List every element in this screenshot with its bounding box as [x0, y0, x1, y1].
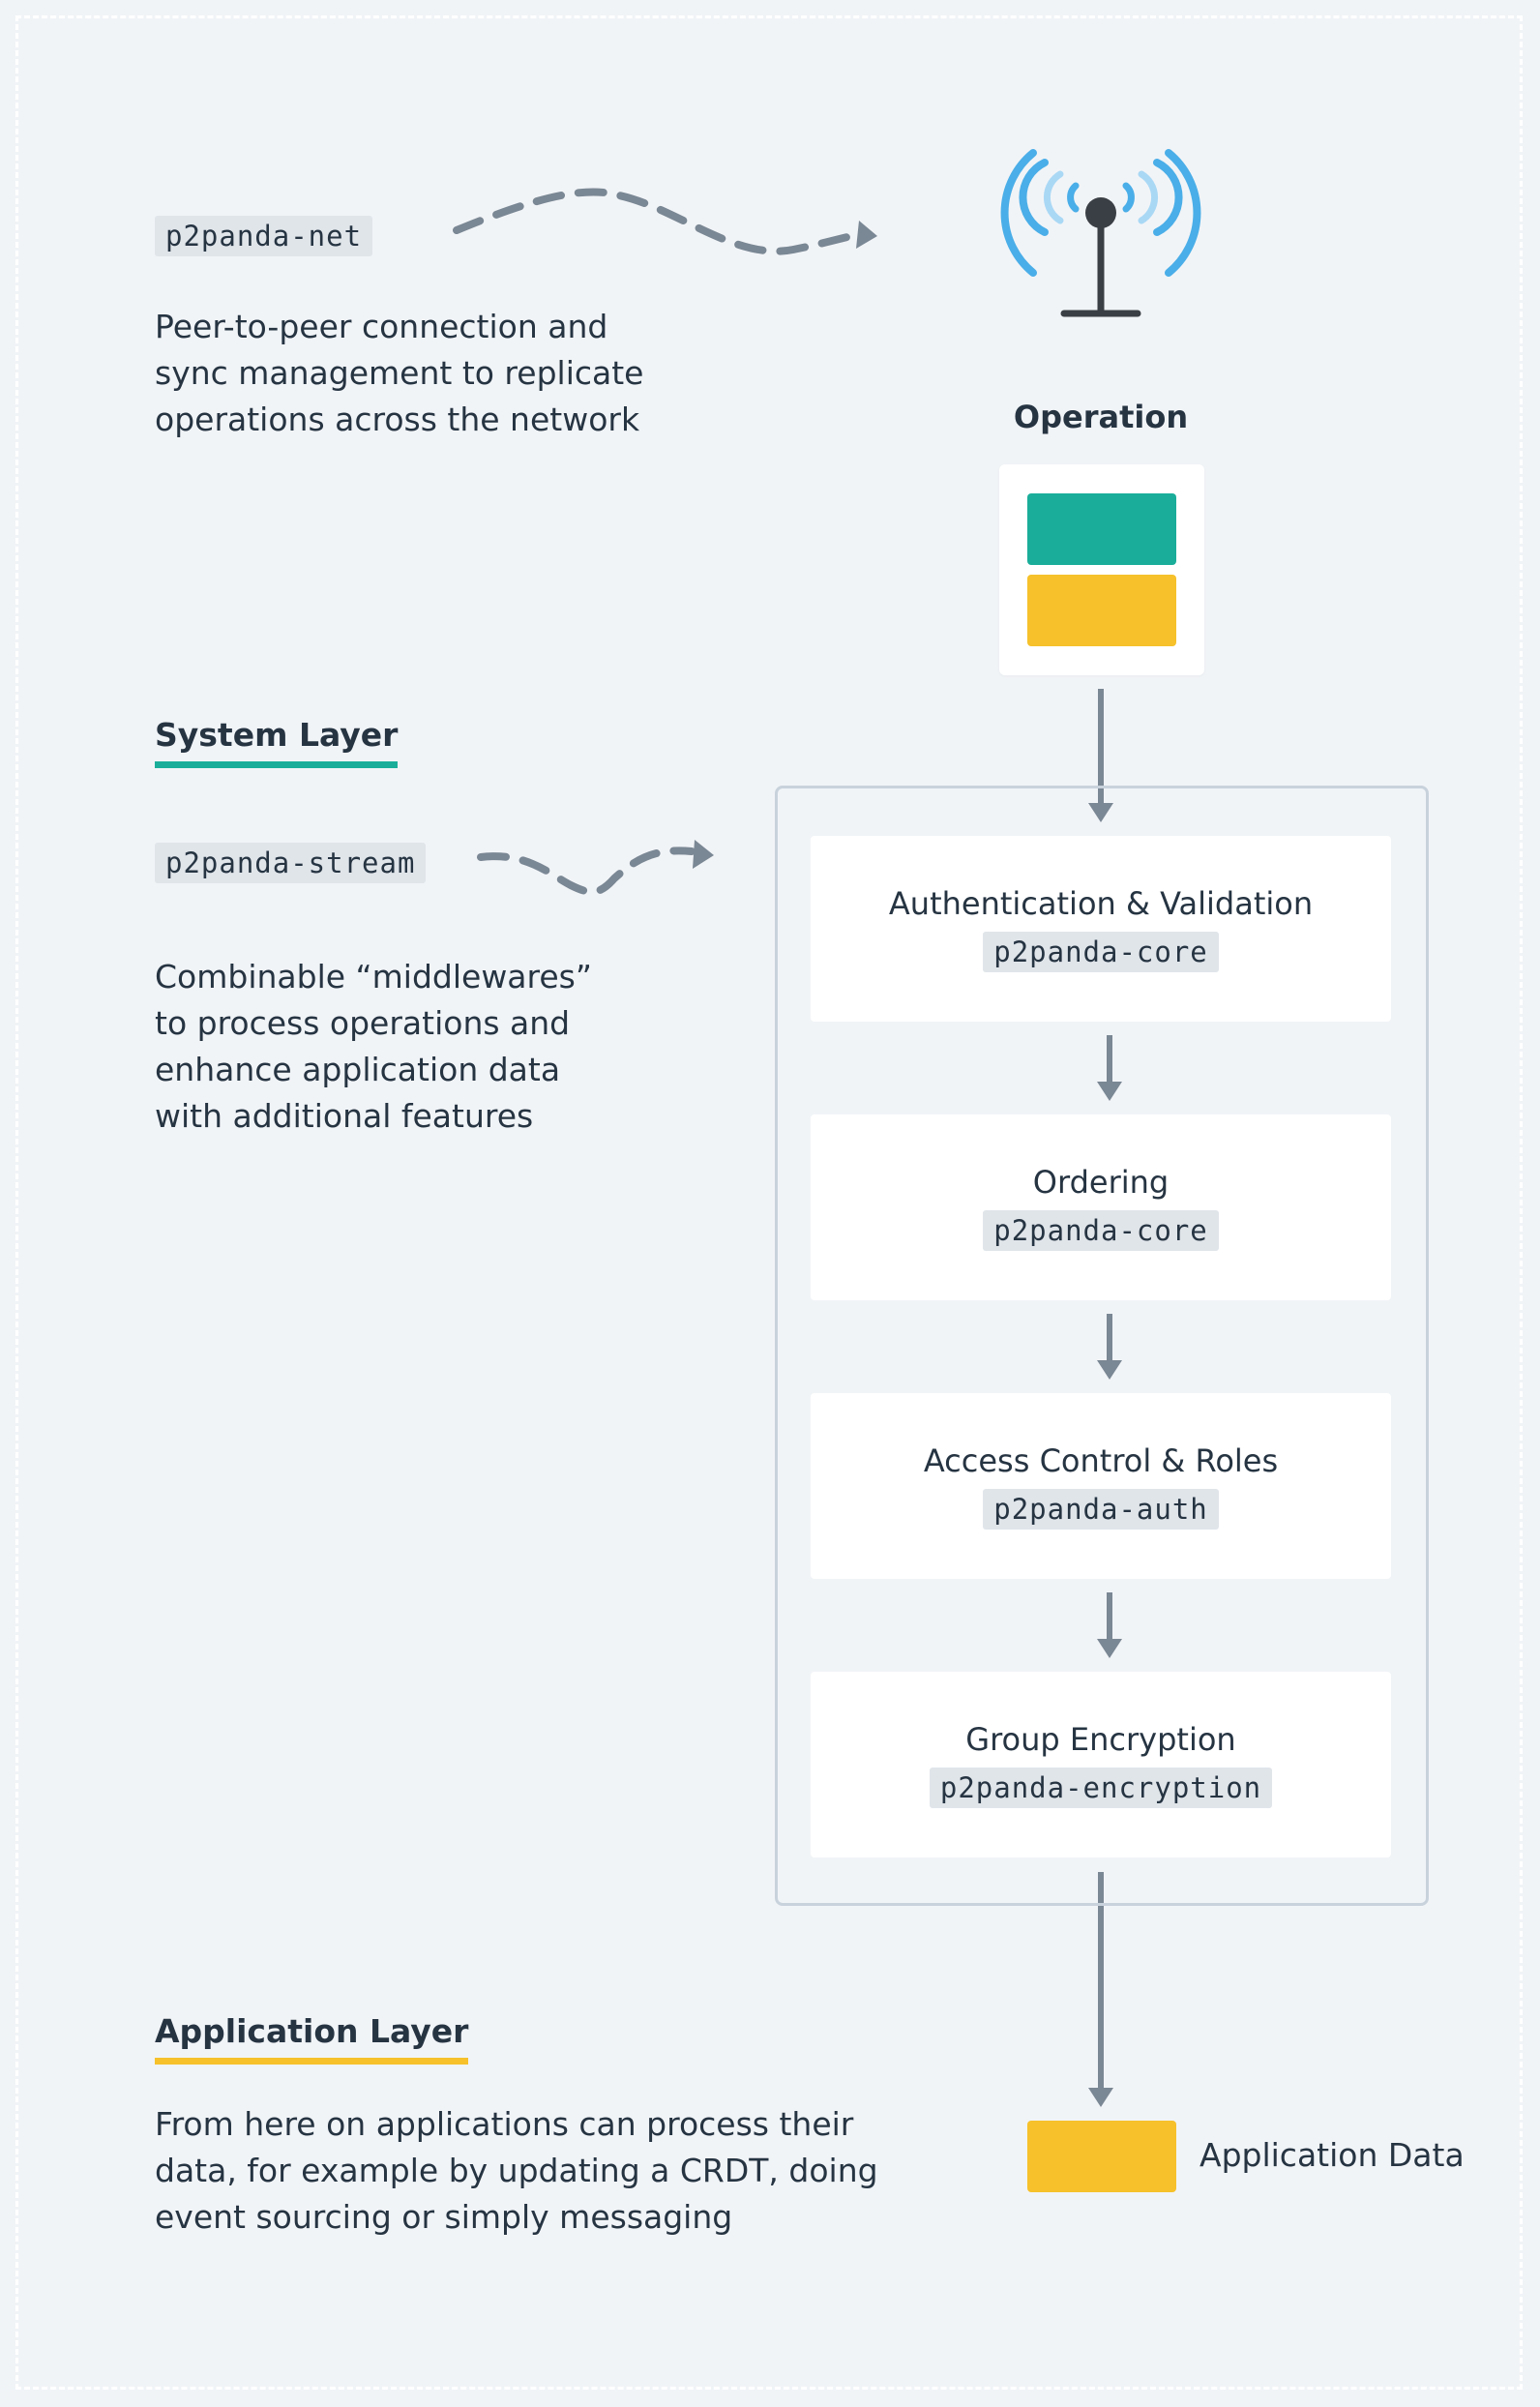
step-title: Ordering	[1032, 1164, 1170, 1201]
step-code: p2panda-core	[983, 1210, 1219, 1251]
stream-dashed-arrowhead	[693, 840, 714, 869]
arrowhead-system-to-app	[1088, 2088, 1113, 2107]
operation-header-block	[1027, 493, 1176, 565]
step-ordering: Ordering p2panda-core	[811, 1114, 1391, 1300]
net-dashed-arrow	[453, 188, 860, 255]
step-code: p2panda-auth	[983, 1489, 1219, 1530]
antenna-icon	[1000, 149, 1201, 317]
system-layer-container	[775, 786, 1429, 1906]
arrowhead-operation-to-auth	[1088, 803, 1113, 822]
application-layer-heading: Application Layer	[155, 2012, 469, 2065]
step-title: Authentication & Validation	[888, 885, 1314, 922]
system-layer-heading: System Layer	[155, 716, 399, 768]
operation-title: Operation	[1013, 399, 1189, 435]
net-dashed-arrowhead	[856, 221, 877, 249]
application-data-label: Application Data	[1199, 2136, 1465, 2174]
step-code: p2panda-core	[983, 932, 1219, 972]
step-code: p2panda-encryption	[929, 1768, 1273, 1808]
application-description: From here on applications can process th…	[155, 2105, 878, 2236]
arrowhead-access-to-encryption	[1097, 1639, 1122, 1658]
step-group-encryption: Group Encryption p2panda-encryption	[811, 1672, 1391, 1857]
stream-description: Combinable “middlewares” to process oper…	[155, 958, 592, 1135]
operation-body-block	[1027, 575, 1176, 646]
arrowhead-auth-to-ordering	[1097, 1082, 1122, 1101]
stream-dashed-arrow	[477, 847, 696, 896]
stream-code-label: p2panda-stream	[155, 843, 427, 883]
diagram-frame	[15, 15, 1523, 2390]
step-title: Group Encryption	[965, 1721, 1236, 1758]
step-title: Access Control & Roles	[923, 1442, 1279, 1479]
net-description: Peer-to-peer connection and sync managem…	[155, 308, 644, 438]
application-data-block	[1027, 2121, 1176, 2192]
net-code-label: p2panda-net	[155, 216, 373, 256]
step-access-control: Access Control & Roles p2panda-auth	[811, 1393, 1391, 1579]
step-authentication: Authentication & Validation p2panda-core	[811, 836, 1391, 1022]
arrowhead-ordering-to-access	[1097, 1360, 1122, 1380]
operation-card	[999, 464, 1204, 675]
